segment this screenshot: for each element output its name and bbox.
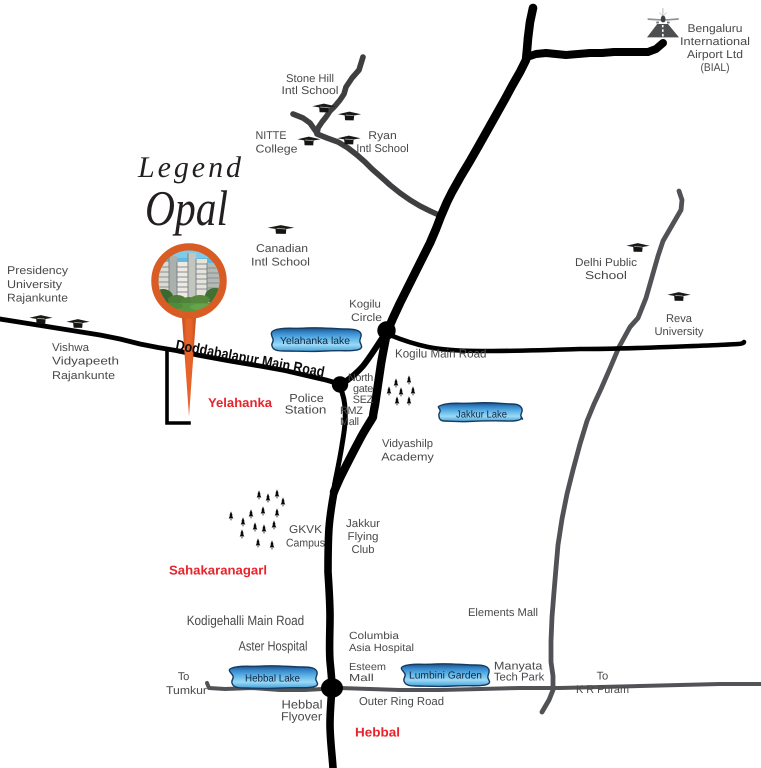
svg-text:Police: Police <box>289 392 324 405</box>
svg-text:Hebbal: Hebbal <box>355 725 400 740</box>
svg-text:To: To <box>597 671 608 683</box>
svg-text:Hebbal: Hebbal <box>282 697 323 711</box>
svg-text:Kodigehalli Main Road: Kodigehalli Main Road <box>187 613 305 628</box>
svg-text:Airport Ltd: Airport Ltd <box>687 49 743 61</box>
svg-text:Tumkur: Tumkur <box>166 685 207 697</box>
svg-text:College: College <box>256 144 298 156</box>
svg-text:Campus: Campus <box>286 538 325 550</box>
svg-text:Columbia: Columbia <box>349 631 399 642</box>
svg-text:Aster Hospital: Aster Hospital <box>239 639 308 654</box>
svg-text:Intl School: Intl School <box>251 257 310 269</box>
svg-text:Manyata: Manyata <box>494 661 543 673</box>
svg-text:Esteem: Esteem <box>349 662 386 673</box>
svg-text:Outer Ring Road: Outer Ring Road <box>359 696 444 708</box>
svg-text:University: University <box>7 279 62 291</box>
svg-text:Asia Hospital: Asia Hospital <box>349 643 414 654</box>
svg-text:University: University <box>655 326 704 338</box>
svg-text:Tech Park: Tech Park <box>494 672 545 684</box>
svg-text:Flyover: Flyover <box>281 709 322 723</box>
svg-text:Mall: Mall <box>349 673 374 684</box>
svg-text:Mall: Mall <box>340 416 359 428</box>
svg-text:Vishwa: Vishwa <box>52 342 90 354</box>
svg-text:NITTE: NITTE <box>256 130 287 142</box>
svg-text:Opal: Opal <box>145 180 228 236</box>
svg-text:gate: gate <box>353 383 373 395</box>
svg-text:Ryan: Ryan <box>368 130 397 142</box>
svg-text:Reva: Reva <box>666 313 693 325</box>
svg-text:Bengaluru: Bengaluru <box>688 23 743 35</box>
svg-text:Hebbal Lake: Hebbal Lake <box>245 674 300 685</box>
svg-text:K R Puram: K R Puram <box>576 684 629 696</box>
svg-text:Stone Hill: Stone Hill <box>286 73 334 85</box>
svg-text:RMZ: RMZ <box>340 405 363 417</box>
svg-text:Jakkur Lake: Jakkur Lake <box>456 410 507 421</box>
svg-text:Vidyashilp: Vidyashilp <box>382 438 433 450</box>
svg-text:Intl School: Intl School <box>282 85 339 97</box>
svg-text:Kogilu: Kogilu <box>349 299 381 311</box>
svg-text:Rajankunte: Rajankunte <box>52 370 115 382</box>
svg-text:Circle: Circle <box>351 312 382 324</box>
svg-text:Club: Club <box>352 544 375 556</box>
svg-text:To: To <box>178 671 189 683</box>
svg-text:School: School <box>585 270 627 282</box>
svg-text:Intl School: Intl School <box>356 143 409 155</box>
svg-text:Jakkur: Jakkur <box>346 518 380 530</box>
svg-text:Canadian: Canadian <box>256 243 308 255</box>
svg-text:Academy: Academy <box>381 452 434 464</box>
svg-text:Yelahanka lake: Yelahanka lake <box>280 336 350 347</box>
svg-text:Vidyapeeth: Vidyapeeth <box>52 356 119 368</box>
svg-text:Sahakaranagarl: Sahakaranagarl <box>169 563 267 578</box>
svg-text:Presidency: Presidency <box>7 265 68 277</box>
svg-text:Flying: Flying <box>348 531 379 543</box>
svg-text:Rajankunte: Rajankunte <box>7 293 68 305</box>
svg-text:SEZ: SEZ <box>353 394 374 406</box>
svg-text:Delhi Public: Delhi Public <box>575 257 637 269</box>
svg-text:International: International <box>680 36 750 48</box>
svg-text:Lumbini Garden: Lumbini Garden <box>409 671 482 682</box>
svg-text:(BIAL): (BIAL) <box>701 62 730 74</box>
svg-text:Station: Station <box>285 404 327 417</box>
svg-text:Kogilu Main Road: Kogilu Main Road <box>395 347 487 361</box>
svg-text:North: North <box>348 372 373 384</box>
svg-text:GKVK: GKVK <box>289 524 323 536</box>
svg-text:Elements Mall: Elements Mall <box>468 607 538 619</box>
svg-text:Yelahanka: Yelahanka <box>208 395 273 410</box>
